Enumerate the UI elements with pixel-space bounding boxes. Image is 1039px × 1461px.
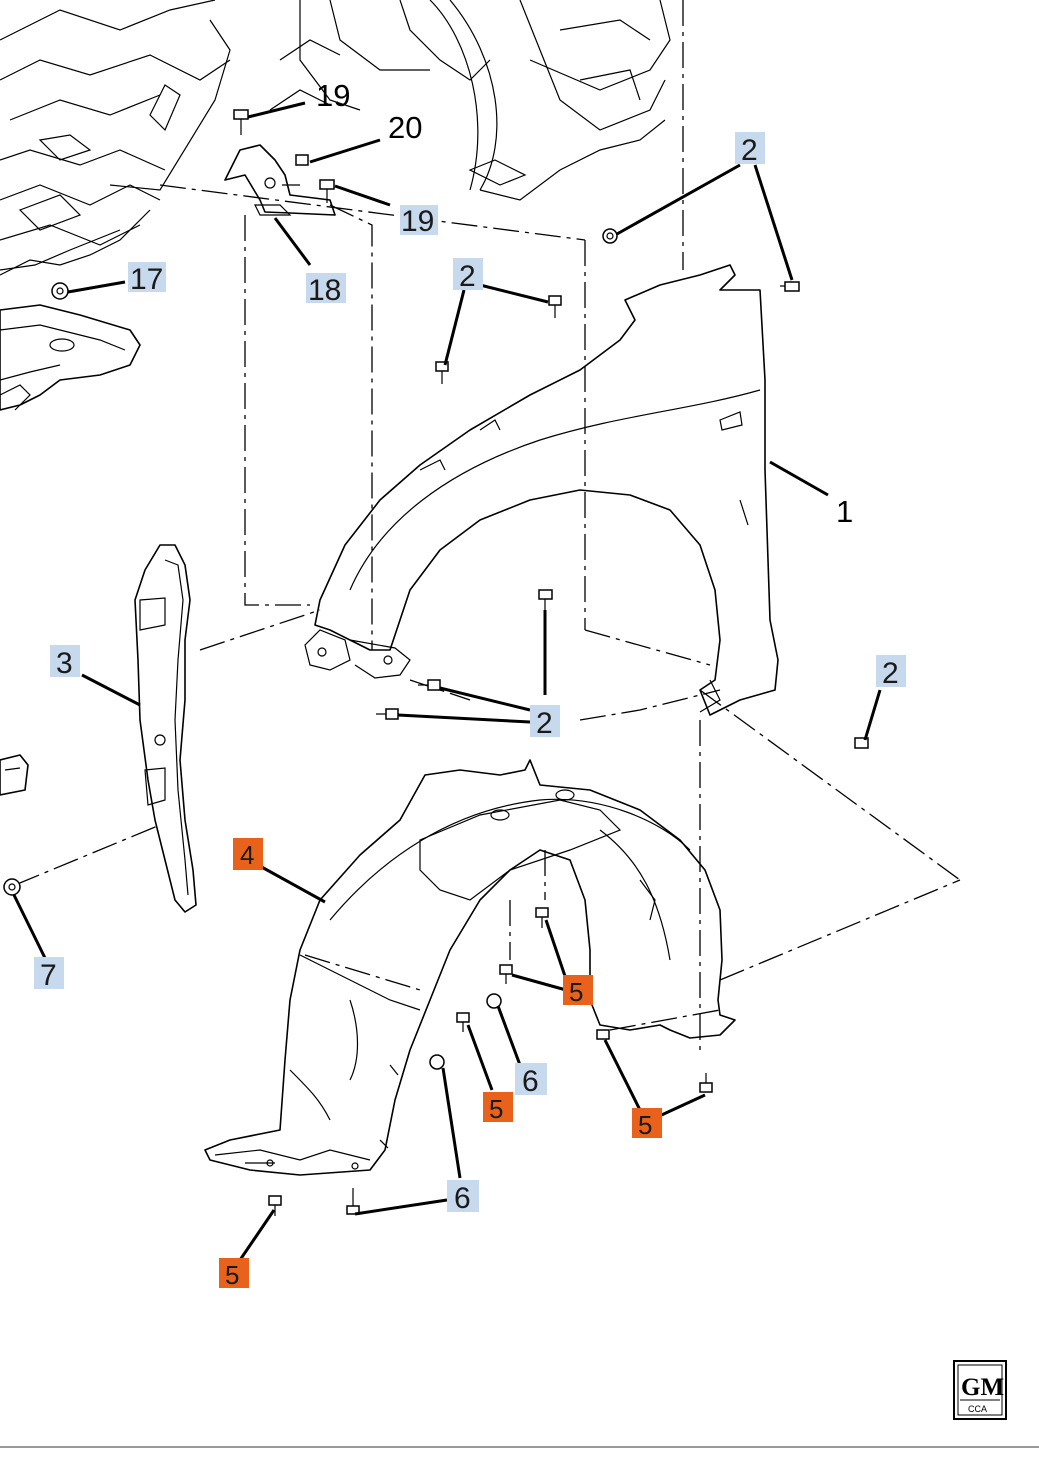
fasteners <box>3 109 869 1216</box>
nut-icon <box>295 154 309 166</box>
callout-label: 5 <box>638 1110 652 1140</box>
bolt-icon <box>376 708 399 720</box>
leader-lines <box>12 101 882 1261</box>
callout-label: 18 <box>308 274 341 307</box>
callout-label: 2 <box>536 707 553 740</box>
callout-label: 20 <box>388 110 422 145</box>
bolt-icon <box>499 964 513 984</box>
callout-19-bottom: 19 <box>400 205 438 238</box>
callout-6-b: 6 <box>447 1180 479 1215</box>
bolt-icon <box>780 281 800 292</box>
callout-label: 3 <box>56 647 73 680</box>
callout-label: 2 <box>882 657 899 690</box>
bolt-icon <box>535 907 549 928</box>
nut-icon <box>51 282 69 300</box>
clip-icon <box>346 1188 360 1215</box>
callout-3: 3 <box>50 645 80 680</box>
bolt-icon <box>456 1012 470 1032</box>
part-18-bracket <box>224 144 336 216</box>
gm-logo: GM CCA <box>953 1360 1007 1420</box>
callouts: 19 20 19 18 17 2 2 1 3 <box>34 78 906 1290</box>
callout-label: 19 <box>401 205 434 238</box>
part-4-liner <box>204 759 736 1176</box>
left-edge-fragment <box>0 754 29 796</box>
bolt-icon <box>854 737 869 749</box>
callout-5-c: 5 <box>632 1108 662 1140</box>
callout-label: 4 <box>240 840 254 870</box>
callout-7: 7 <box>34 957 64 992</box>
bolt-icon <box>418 679 441 691</box>
bolt-icon <box>319 179 335 203</box>
callout-label: 6 <box>454 1182 471 1215</box>
callout-label: 17 <box>130 263 163 296</box>
part-17-shelf <box>0 304 141 411</box>
bolt-icon <box>268 1195 282 1216</box>
callout-18: 18 <box>306 273 346 307</box>
nut-icon <box>602 228 618 244</box>
callout-5-b: 5 <box>483 1092 513 1124</box>
callout-label: 2 <box>741 134 758 167</box>
logo-sub: CCA <box>968 1404 987 1414</box>
callout-label: 7 <box>40 959 57 992</box>
callout-4: 4 <box>233 838 263 870</box>
body-structure-top-left <box>0 0 671 276</box>
callout-2-lower: 2 <box>530 705 560 740</box>
callout-label: 5 <box>225 1260 239 1290</box>
part-3-seal <box>134 544 197 913</box>
callout-1: 1 <box>836 494 853 529</box>
callout-2-top-right: 2 <box>735 132 765 167</box>
callout-17: 17 <box>128 262 166 296</box>
bolt-icon <box>538 589 553 612</box>
nut-icon <box>3 878 21 896</box>
callout-label: 19 <box>316 78 350 113</box>
callout-5-a: 5 <box>563 975 593 1007</box>
clip-icon <box>486 993 502 1009</box>
part-1-fender <box>304 264 779 716</box>
callout-19-top: 19 <box>316 78 350 113</box>
callout-20: 20 <box>388 110 422 145</box>
callout-2-right: 2 <box>876 655 906 690</box>
bolt-icon <box>233 109 249 135</box>
callout-6-a: 6 <box>515 1063 547 1098</box>
callout-2-upper: 2 <box>453 258 483 293</box>
clip-icon <box>429 1054 445 1070</box>
callout-label: 5 <box>489 1094 503 1124</box>
callout-label: 6 <box>522 1065 539 1098</box>
bolt-icon <box>548 295 562 318</box>
logo-mark: GM <box>961 1374 1004 1401</box>
bolt-icon <box>596 1029 610 1040</box>
callout-5-d: 5 <box>219 1258 249 1290</box>
callout-label: 2 <box>459 260 476 293</box>
alignment-lines <box>14 0 961 1050</box>
bolt-icon <box>435 361 449 384</box>
callout-label: 5 <box>569 977 583 1007</box>
callout-label: 1 <box>836 494 853 529</box>
bolt-icon <box>699 1073 713 1093</box>
bottom-divider <box>0 1446 1039 1448</box>
